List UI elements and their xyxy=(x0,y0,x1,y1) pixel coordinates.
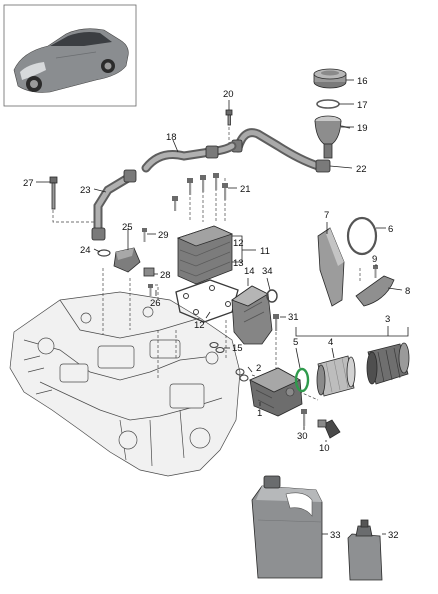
bolt-top xyxy=(225,109,233,126)
callout-9: 9 xyxy=(372,254,377,265)
callout-3: 3 xyxy=(385,314,390,325)
callout-27: 27 xyxy=(23,178,34,189)
group-brackets xyxy=(232,235,409,337)
oil-bottle-small xyxy=(347,519,383,581)
callout-15: 15 xyxy=(232,343,243,354)
callout-14: 14 xyxy=(244,266,255,277)
seal-ring xyxy=(316,99,340,109)
callout-29: 29 xyxy=(158,230,169,241)
callout-16: 16 xyxy=(357,76,368,87)
seal-small xyxy=(266,289,278,303)
bolt-29 xyxy=(142,228,147,242)
filler-neck xyxy=(314,115,351,159)
callout-25: 25 xyxy=(122,222,133,233)
callout-32: 32 xyxy=(388,530,399,541)
bolt-31 xyxy=(273,314,279,331)
callout-5: 5 xyxy=(293,337,298,348)
pressure-sensor xyxy=(317,419,341,439)
sensor-unit xyxy=(113,247,141,273)
callout-17: 17 xyxy=(357,100,368,111)
callout-18: 18 xyxy=(166,132,177,143)
oil-filter-housing xyxy=(249,367,303,417)
breather-hose-upper xyxy=(141,141,237,173)
callout-13: 13 xyxy=(233,258,244,269)
bolt-9 xyxy=(373,265,378,278)
callout-11: 11 xyxy=(260,246,270,257)
callout-26: 26 xyxy=(150,298,161,309)
vent-pipe xyxy=(91,169,137,241)
o-ring-green xyxy=(294,367,310,393)
callout-31: 31 xyxy=(288,312,299,323)
callout-23: 23 xyxy=(80,185,91,196)
callout-2: 2 xyxy=(256,363,261,374)
callout-28: 28 xyxy=(160,270,171,281)
vehicle-thumbnail xyxy=(3,4,137,107)
callout-24: 24 xyxy=(80,245,91,256)
housing-cover xyxy=(231,285,273,345)
callout-21: 21 xyxy=(240,184,251,195)
sealing-ring-large xyxy=(346,216,378,256)
bolt-long xyxy=(49,176,58,210)
callout-12-upper: 12 xyxy=(233,238,244,249)
bolt-30 xyxy=(301,409,307,426)
callout-33: 33 xyxy=(330,530,341,541)
gasket xyxy=(175,279,239,323)
filter-cover xyxy=(366,342,410,385)
o-ring-24 xyxy=(97,249,111,257)
bolt-set xyxy=(172,173,228,211)
callout-7: 7 xyxy=(324,210,329,221)
callout-20: 20 xyxy=(223,89,234,100)
filter-element xyxy=(316,355,356,397)
callout-4: 4 xyxy=(328,337,333,348)
engine-block xyxy=(9,291,241,477)
breather-hose-long xyxy=(231,128,331,173)
callout-22: 22 xyxy=(356,164,367,175)
callout-30: 30 xyxy=(297,431,308,442)
oil-filler-cap xyxy=(313,68,347,89)
clip-28 xyxy=(143,267,155,277)
oil-canister-large xyxy=(251,475,323,579)
callout-6: 6 xyxy=(388,224,393,235)
callout-10: 10 xyxy=(319,443,330,454)
callout-8: 8 xyxy=(405,286,410,297)
bracket xyxy=(317,227,345,307)
curved-bracket xyxy=(355,275,395,307)
callouts: 16 17 19 22 20 18 21 27 23 24 25 29 28 2… xyxy=(23,76,410,541)
callout-34: 34 xyxy=(262,266,273,277)
callout-1: 1 xyxy=(257,408,262,419)
heat-exchanger xyxy=(176,225,234,285)
bolt-26 xyxy=(148,284,153,296)
o-rings-2 xyxy=(235,368,249,382)
callout-12-lower: 12 xyxy=(194,320,205,331)
leader-lines xyxy=(36,79,403,535)
o-rings-small xyxy=(209,341,225,354)
callout-19: 19 xyxy=(357,123,368,134)
